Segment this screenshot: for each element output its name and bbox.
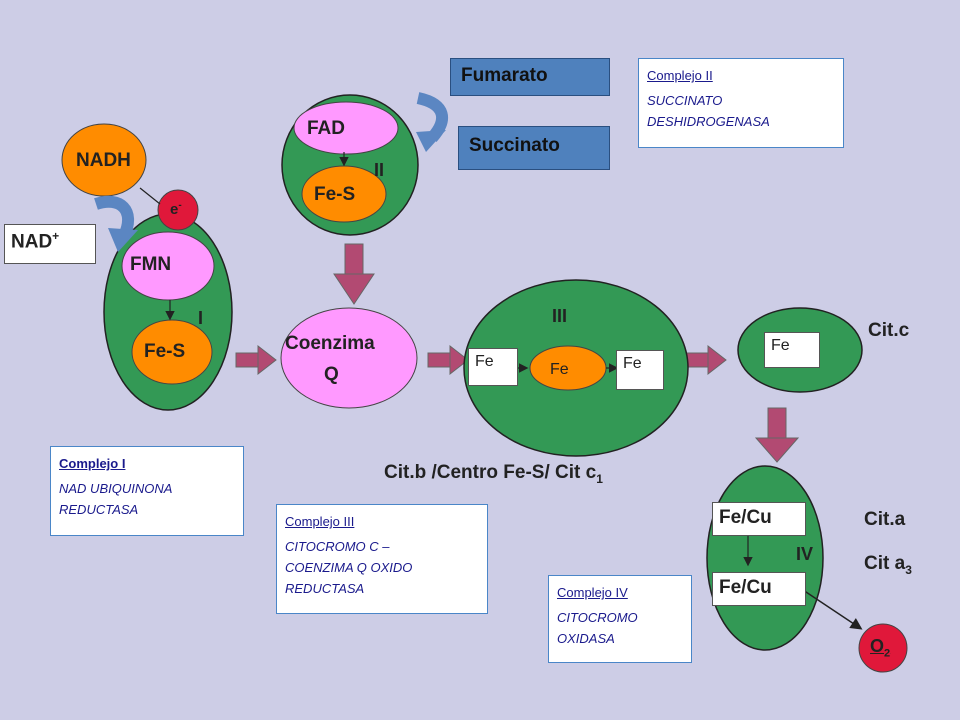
complex2-fes-label: Fe-S xyxy=(314,184,356,205)
complex1-note-desc: NAD UBIQUINONA REDUCTASA xyxy=(59,481,173,517)
nadh-node xyxy=(61,123,147,197)
complex2-note-title: Complejo II xyxy=(647,68,713,83)
nadh-curved-arrow-head xyxy=(108,228,138,252)
arrow-complex1-to-coq xyxy=(235,344,277,376)
fumarato-box: Fumarato xyxy=(450,58,610,96)
cytc-label: Cit.c xyxy=(868,320,910,341)
fad-node xyxy=(293,101,399,155)
nadh-curved-arrow xyxy=(94,195,135,239)
complex4-to-o2-arrow xyxy=(799,587,863,630)
complex2-note: Complejo II SUCCINATO DESHIDROGENASA xyxy=(638,58,844,148)
nad-box: NAD+ xyxy=(4,224,96,264)
coenzyme-q-label-line1: Coenzima xyxy=(285,333,375,354)
fad-label: FAD xyxy=(307,118,345,139)
arrow-cytc-to-complex4 xyxy=(754,407,800,463)
fmn-label: FMN xyxy=(130,254,172,275)
complex3-caption: Cit.b /Centro Fe-S/ Cit c1 xyxy=(384,462,603,486)
arrow-coq-to-complex3 xyxy=(427,344,469,376)
o2-label: O2 xyxy=(870,636,891,660)
complex1-fes-label: Fe-S xyxy=(144,341,186,362)
cita-label: Cit.a xyxy=(864,509,906,530)
nadh-to-electron-arrow xyxy=(139,187,161,205)
complex3-note: Complejo III CITOCROMO C – COENZIMA Q OX… xyxy=(276,504,488,614)
complex4-note-title: Complejo IV xyxy=(557,585,628,600)
complex3-note-title: Complejo III xyxy=(285,514,355,529)
complex1-note: Complejo I NAD UBIQUINONA REDUCTASA xyxy=(50,446,244,536)
complex3-fe-right-box: Fe xyxy=(616,350,664,390)
electron-node xyxy=(157,189,199,231)
cytc-fe-box: Fe xyxy=(764,332,820,368)
complex3-note-desc: CITOCROMO C – COENZIMA Q OXIDO REDUCTASA xyxy=(285,539,413,596)
nadh-label: NADH xyxy=(76,150,131,171)
coenzyme-q-node xyxy=(280,307,418,409)
succinate-curved-arrow-head xyxy=(416,130,446,152)
arrow-complex2-to-coq xyxy=(333,243,375,305)
cita3-label: Cit a3 xyxy=(864,553,912,577)
complex3-fe-center-label: Fe xyxy=(550,361,569,378)
fmn-node xyxy=(121,231,215,301)
complex3-fe-left-box: Fe xyxy=(468,348,518,386)
complex4-fecu-top-box: Fe/Cu xyxy=(712,502,806,536)
complex4-note-desc: CITOCROMO OXIDASA xyxy=(557,610,638,646)
complex1-note-title: Complejo I xyxy=(59,456,126,471)
complex4-note: Complejo IV CITOCROMO OXIDASA xyxy=(548,575,692,663)
o2-node xyxy=(858,623,908,673)
arrow-complex3-to-cytc xyxy=(685,344,727,376)
complex1-roman: I xyxy=(198,308,204,328)
succinato-box: Succinato xyxy=(458,126,610,170)
complex3-roman: III xyxy=(552,306,568,326)
complex4-roman: IV xyxy=(796,544,814,564)
complex2-note-desc: SUCCINATO DESHIDROGENASA xyxy=(647,93,770,129)
complex4-fecu-bottom-box: Fe/Cu xyxy=(712,572,806,606)
electron-label: e- xyxy=(170,200,182,218)
complex2-roman: II xyxy=(374,160,385,180)
coenzyme-q-label-line2: Q xyxy=(324,364,339,385)
